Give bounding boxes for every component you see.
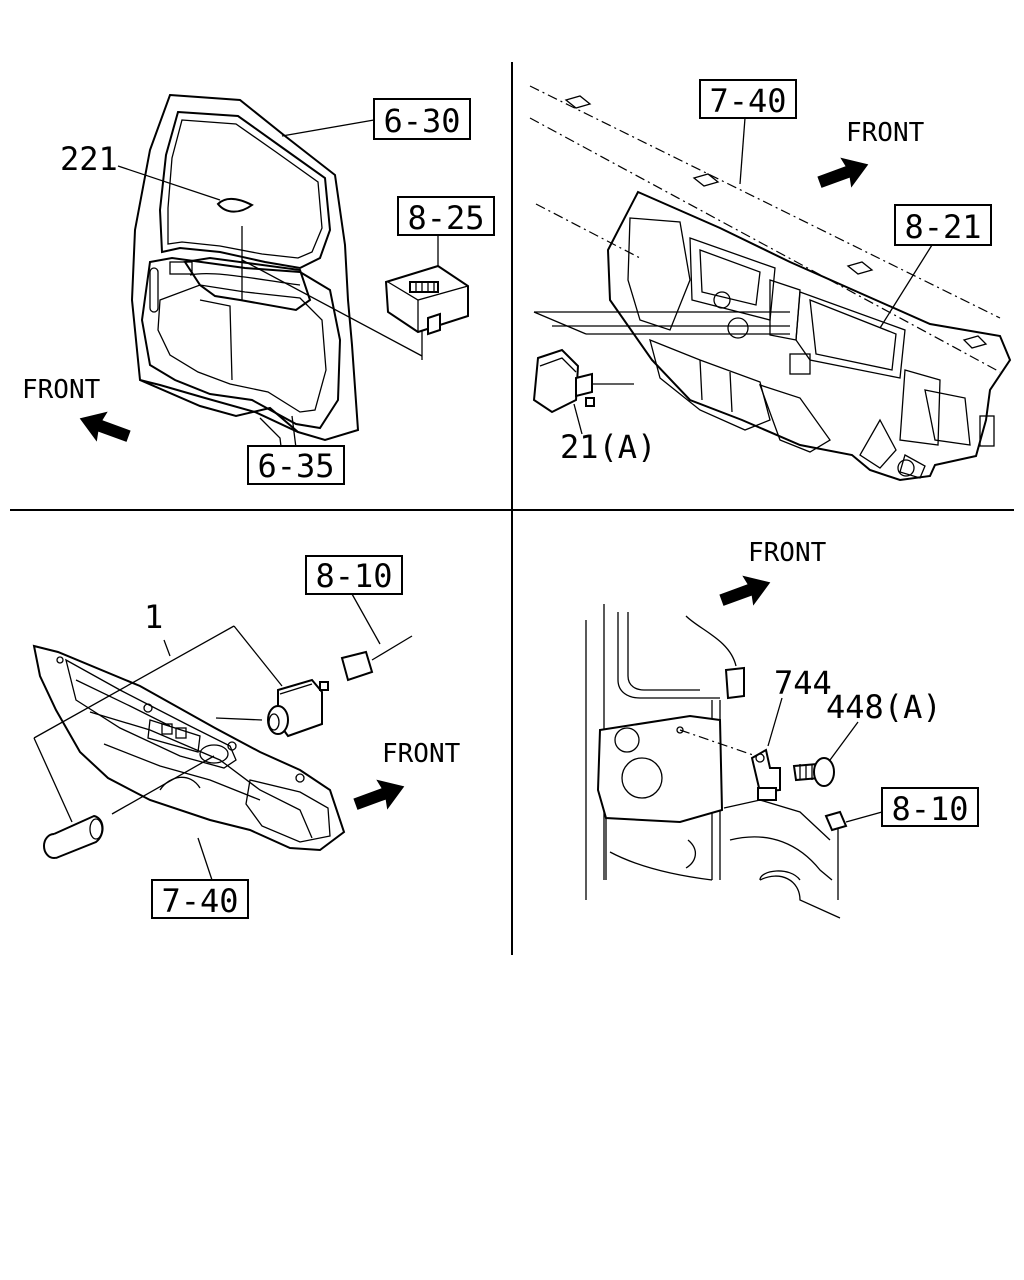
callout-8-10: 8-10 xyxy=(891,790,968,828)
callout-6-30: 6-30 xyxy=(383,102,460,140)
callout-221: 221 xyxy=(60,140,118,178)
front-label: FRONT xyxy=(382,739,461,769)
callout-box-6-35 xyxy=(247,445,345,485)
callout-box-7-40 xyxy=(699,79,797,119)
front-arrow-icon xyxy=(813,149,874,198)
callout-8-10: 8-10 xyxy=(315,557,392,595)
callout-7-40: 7-40 xyxy=(161,882,238,920)
lower-trim-panel-drawing xyxy=(32,644,346,852)
bolt-448a-drawing xyxy=(792,757,835,787)
quadrant-door-switch: 6-30 221 8-25 FRONT 6-35 xyxy=(22,93,495,485)
front-label: FRONT xyxy=(22,375,101,405)
pillar-frame-drawing xyxy=(585,604,841,919)
callout-21a: 21(A) xyxy=(560,428,656,466)
front-arrow-icon xyxy=(349,771,410,820)
connector-8-10-drawing xyxy=(340,635,413,682)
callout-7-40: 7-40 xyxy=(709,82,786,120)
front-arrow-icon xyxy=(74,403,135,452)
callout-8-21: 8-21 xyxy=(904,208,981,246)
callout-1: 1 xyxy=(144,598,163,636)
instrument-panel-drawing xyxy=(606,190,1012,482)
callout-box-8-25 xyxy=(397,196,495,236)
connector-8-10-drawing xyxy=(824,810,848,832)
quadrant-pillar-sensor: FRONT xyxy=(585,538,979,919)
callout-8-25: 8-25 xyxy=(407,199,484,237)
front-arrow-icon xyxy=(715,567,776,616)
front-label: FRONT xyxy=(748,538,827,568)
callout-744: 744 xyxy=(774,664,832,702)
callout-box-8-21 xyxy=(894,204,992,246)
front-label: FRONT xyxy=(846,118,925,148)
lighter-plug-drawing xyxy=(43,814,104,859)
callout-box-6-30 xyxy=(373,98,471,140)
quadrant-lower-panel: 8-10 1 FRONT 7-40 xyxy=(32,555,461,920)
sensor-744-drawing xyxy=(750,748,781,801)
callout-box-8-10 xyxy=(881,787,979,827)
switch-21a-drawing xyxy=(532,348,595,414)
door-panel-drawing xyxy=(130,93,360,456)
callout-6-35: 6-35 xyxy=(257,447,334,485)
callout-box-7-40 xyxy=(151,879,249,919)
callout-448a: 448(A) xyxy=(826,688,942,726)
callout-box-8-10 xyxy=(305,555,403,595)
quadrant-instrument-panel: 7-40 FRONT 8-21 21(A) xyxy=(529,79,1012,482)
window-switch-8-25-drawing xyxy=(384,264,469,336)
switch-1-drawing xyxy=(267,678,329,738)
lamp-221-drawing xyxy=(216,197,254,213)
